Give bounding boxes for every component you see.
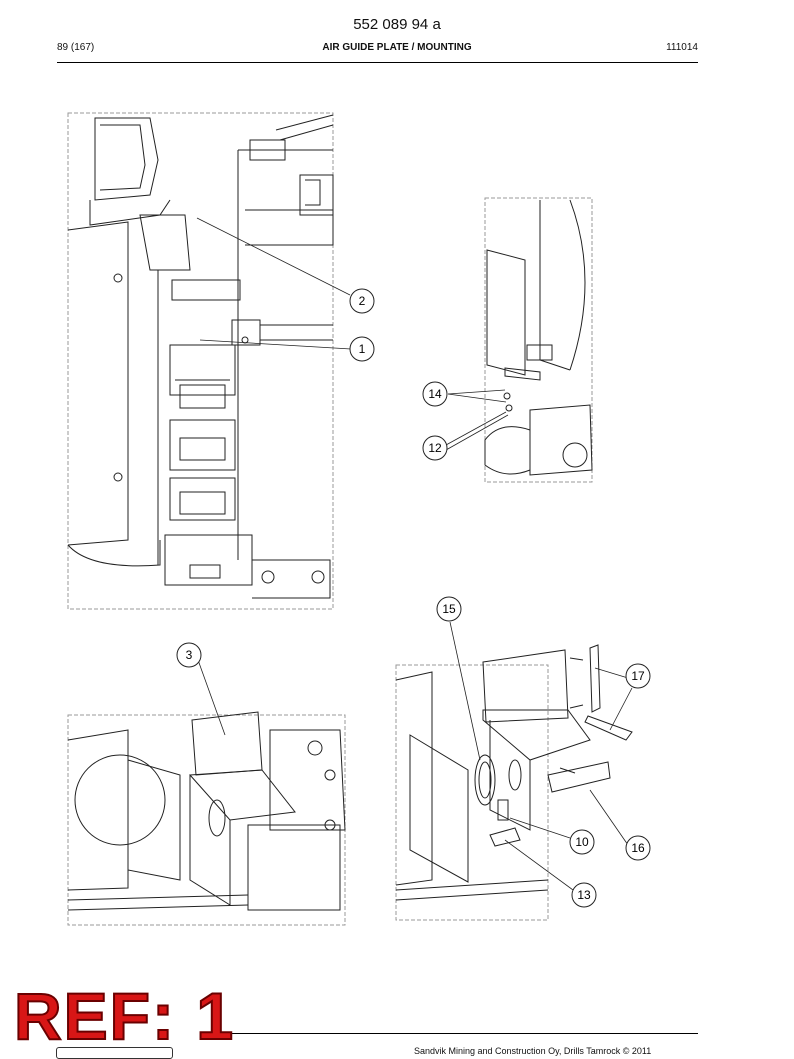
view-detail-fittings [484,197,593,483]
view-air-guide-plate [67,711,346,926]
svg-text:2: 2 [359,294,366,308]
svg-text:16: 16 [631,841,645,855]
page-title: AIR GUIDE PLATE / MOUNTING [322,42,472,53]
view-exploded-parts [395,644,633,921]
view-main-mounting [67,112,334,610]
svg-text:10: 10 [575,835,589,849]
revision-date: 111014 [666,42,698,53]
svg-text:12: 12 [428,441,442,455]
callout-1: 1 [349,336,375,362]
svg-text:17: 17 [631,669,645,683]
svg-text:13: 13 [577,888,591,902]
document-number: 552 089 94 a [353,16,441,33]
callout-3: 3 [176,642,202,668]
callout-10: 10 [569,829,595,855]
callout-16: 16 [625,835,651,861]
header-divider [57,62,698,63]
callout-2: 2 [349,288,375,314]
callout-17: 17 [625,663,651,689]
callout-14: 14 [422,381,448,407]
svg-text:3: 3 [186,648,193,662]
svg-text:14: 14 [428,387,442,401]
ref-stamp: REF: 1 [13,979,236,1053]
footer-divider [230,1033,698,1034]
callout-15: 15 [436,596,462,622]
svg-text:1: 1 [359,342,366,356]
footer-copyright: Sandvik Mining and Construction Oy, Dril… [414,1046,652,1056]
callout-12: 12 [422,435,448,461]
callout-13: 13 [571,882,597,908]
svg-text:15: 15 [442,602,456,616]
page-number: 89 (167) [57,42,95,53]
